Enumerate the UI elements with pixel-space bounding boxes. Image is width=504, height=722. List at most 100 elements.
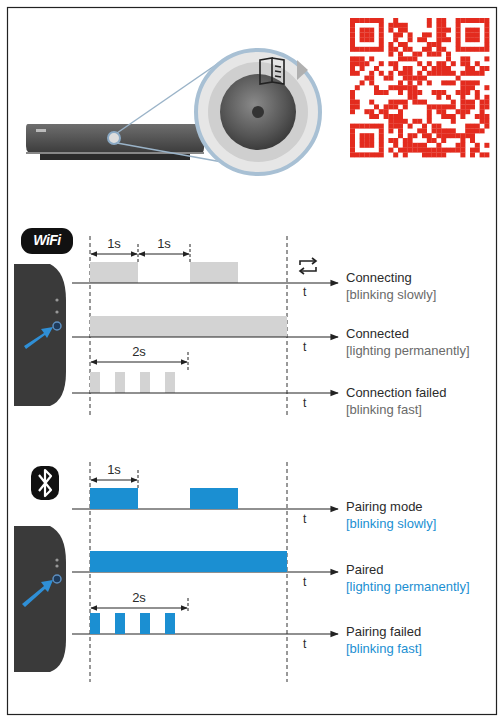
qr-module [355,71,360,76]
qr-module [350,61,355,66]
qr-module [384,104,389,109]
duration-label: 1s [107,236,121,251]
qr-module [369,32,374,37]
qr-module [350,23,355,28]
loop-icon [300,258,316,274]
qr-module [456,148,461,153]
qr-module [484,28,489,33]
qr-module [360,32,365,37]
qr-module [412,95,417,100]
status-note: [blinking slowly] [346,287,436,302]
qr-module [456,42,461,47]
qr-module [408,47,413,52]
qr-module [412,85,417,90]
qr-module [388,104,393,109]
qr-module [350,143,355,148]
qr-module [470,128,475,133]
wifi-logo [21,228,73,254]
qr-module [403,66,408,71]
qr-module [360,37,365,42]
qr-module [350,148,355,153]
qr-module [460,61,465,66]
qr-module [369,100,374,105]
qr-module [441,18,446,23]
qr-module [436,128,441,133]
qr-module [441,90,446,95]
time-axis-label: t [303,637,306,652]
qr-module [364,152,369,157]
qr-module [432,71,437,76]
qr-module [470,66,475,71]
qr-module [456,133,461,138]
qr-module [408,133,413,138]
qr-module [432,152,437,157]
qr-module [374,85,379,90]
qr-module [480,128,485,133]
duration-label: 2s [132,590,146,605]
qr-module [369,114,374,119]
qr-module [436,52,441,57]
qr-module [432,148,437,153]
qr-module [403,152,408,157]
qr-module [432,104,437,109]
qr-module [475,95,480,100]
qr-module [446,37,451,42]
qr-module [446,114,451,119]
qr-module [480,100,485,105]
qr-module [412,90,417,95]
qr-module [484,23,489,28]
qr-module [427,114,432,119]
qr-module [460,100,465,105]
qr-module [441,23,446,28]
time-axis-label: t [303,340,306,355]
qr-module [475,128,480,133]
qr-module [456,32,461,37]
qr-module [393,61,398,66]
qr-module [412,56,417,61]
status-label: Connecting [346,270,412,285]
qr-module [451,104,456,109]
qr-module [350,152,355,157]
qr-module [388,52,393,57]
status-label: Pairing mode [346,499,423,514]
qr-module [374,124,379,129]
qr-module [470,85,475,90]
qr-module [441,104,446,109]
qr-module [460,95,465,100]
qr-module [379,61,384,66]
qr-module [470,37,475,42]
qr-module [364,124,369,129]
qr-module [480,109,485,114]
qr-module [446,148,451,153]
qr-module [436,148,441,153]
qr-module [441,109,446,114]
qr-module [355,152,360,157]
qr-module [470,152,475,157]
qr-module [403,119,408,124]
qr-module [350,32,355,37]
qr-module [403,47,408,52]
qr-module [484,143,489,148]
qr-module [379,128,384,133]
qr-module [403,23,408,28]
qr-module [470,18,475,23]
qr-module [403,143,408,148]
qr-module [480,47,485,52]
qr-module [379,124,384,129]
qr-module [475,148,480,153]
qr-module [465,71,470,76]
qr-module [369,28,374,33]
qr-module [384,90,389,95]
qr-module [422,47,427,52]
qr-module [364,61,369,66]
qr-module [388,128,393,133]
qr-module [379,28,384,33]
qr-module [417,71,422,76]
qr-module [422,66,427,71]
qr-module [441,66,446,71]
qr-module [379,148,384,153]
qr-module [388,85,393,90]
qr-module [350,133,355,138]
qr-module [441,148,446,153]
